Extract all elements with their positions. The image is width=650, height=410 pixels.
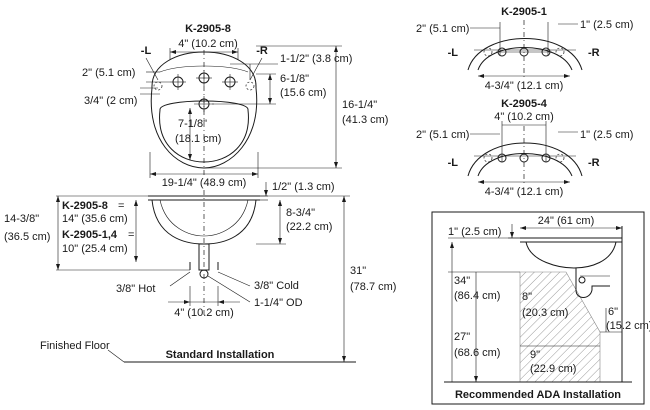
bowl-depth-label: 7-1/8" [178,118,207,130]
ada-toe-depth-label: 9" [530,349,540,361]
ada-rim-height-label: 34" [454,275,470,287]
k2905-1-left-dim: 2" (5.1 cm) [416,23,469,35]
ada-rim-height-cm: (86.4 cm) [454,290,500,302]
k2905-1-model: K-2905-1 [501,6,547,18]
top-view: K-2905-8 4" (10.2 cm) -L -R 1-1/2" (3.8 … [82,23,388,189]
ada-knee-height-label: 27" [454,331,470,343]
standard-installation-title: Standard Installation [166,349,275,361]
left-mark: -L [141,45,152,57]
depth-overall-cm: (41.3 cm) [342,114,388,126]
faucet-offset-label: 2" (5.1 cm) [82,67,135,79]
side-overall-height-cm: (36.5 cm) [4,231,50,243]
drain-od-label: 1-1/4" OD [254,297,303,309]
k2905-4-model: K-2905-4 [501,98,548,110]
side-model-a-eq: = [118,200,124,212]
ada-knee-depth-label: 8" [522,291,532,303]
side-model-b-eq: = [128,229,134,241]
ada-toe-offset-cm: (15.2 cm) [606,320,650,332]
ada-knee-depth-cm: (20.3 cm) [522,307,568,319]
bottom-width-label: 19-1/4" (48.9 cm) [162,177,247,189]
k2905-4-view: K-2905-4 4" (10.2 cm) 2" (5.1 cm) 1" (2.… [416,98,633,198]
ada-view: 1" (2.5 cm) 24" (61 cm) 34" (86.4 cm) 27… [431,211,650,405]
ada-width-label: 24" (61 cm) [538,215,594,227]
finished-floor-label: Finished Floor [40,340,110,352]
k2905-1-right-dim: 1" (2.5 cm) [580,19,633,31]
center-depth-cm: (15.6 cm) [280,87,326,99]
side-view: 1/2" (1.3 cm) 8-3/4" (22.2 cm) 14-3/8" (… [4,181,396,363]
ada-toe-depth-cm: (22.9 cm) [530,363,576,375]
basin-rim [150,51,258,169]
ada-toe-offset-label: 6" [608,306,618,318]
ada-knee-height-cm: (68.6 cm) [454,347,500,359]
side-bowl-height-label: 8-3/4" [286,207,315,219]
top-width-label: 4" (10.2 cm) [178,38,238,50]
bowl-depth-cm: (18.1 cm) [175,133,221,145]
side-model-b-val: 10" (25.4 cm) [62,243,128,255]
k2905-4-bottom-dim: 4-3/4" (12.1 cm) [485,186,564,198]
center-depth-label: 6-1/8" [280,73,309,85]
ada-title: Recommended ADA Installation [455,389,621,401]
side-model-a: K-2905-8 [62,200,108,212]
ada-frame [431,211,645,405]
hole-spacing-label: 1-1/2" (3.8 cm) [280,53,352,65]
depth-overall-label: 16-1/4" [342,99,377,111]
k2905-4-right-mark: -R [588,157,600,169]
side-model-b: K-2905-1,4 [62,229,118,241]
k2905-1-left-mark: -L [448,47,459,59]
floor-height-cm: (78.7 cm) [350,281,396,293]
knee-clearance-zone [519,271,601,383]
k2905-1-bottom-dim: 4-3/4" (12.1 cm) [485,80,564,92]
k2905-1-right-mark: -R [588,47,600,59]
side-overall-height-label: 14-3/8" [4,213,39,225]
k2905-4-top-dim: 4" (10.2 cm) [494,111,554,123]
k2905-4-left-mark: -L [448,157,459,169]
side-rim-height-label: 1/2" (1.3 cm) [272,181,335,193]
k2905-4-right-dim: 1" (2.5 cm) [580,129,633,141]
side-bowl-height-cm: (22.2 cm) [286,221,332,233]
floor-height-label: 31" [350,265,366,277]
k2905-4-left-dim: 2" (5.1 cm) [416,129,469,141]
right-mark: -R [256,45,268,57]
side-model-a-val: 14" (35.6 cm) [62,213,128,225]
top-view-model: K-2905-8 [185,23,231,35]
cold-supply-label: 3/8" Cold [254,280,299,292]
rim-offset-label: 3/4" (2 cm) [84,95,137,107]
hot-supply-label: 3/8" Hot [116,283,155,295]
supply-spacing-label: 4" (10.2 cm) [174,307,234,319]
k2905-1-view: K-2905-1 2" (5.1 cm) 1" (2.5 cm) -L -R 4… [416,6,633,92]
ada-rim-offset-label: 1" (2.5 cm) [448,226,501,238]
